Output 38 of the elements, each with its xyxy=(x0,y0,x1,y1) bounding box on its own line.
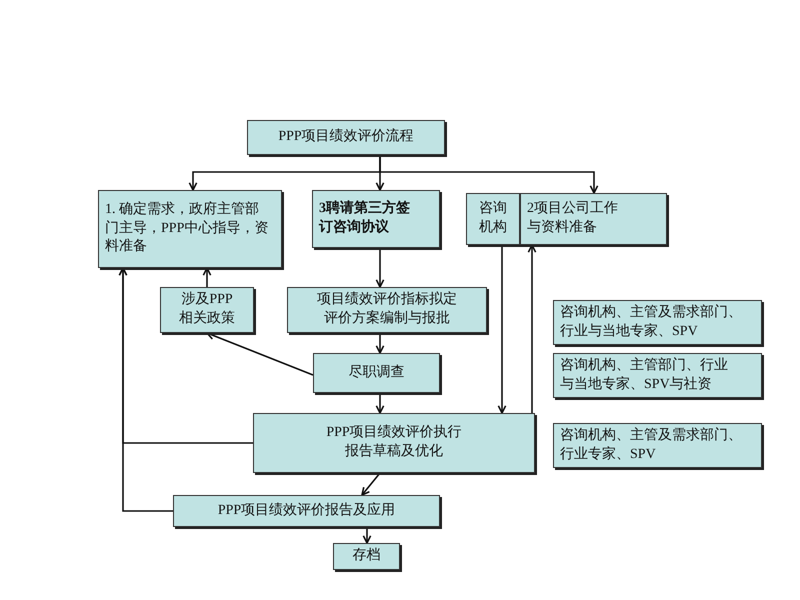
box-text: 存档 xyxy=(352,547,380,566)
box-text: 1. 确定需求，政府主管部门主导，PPP中心指导，资料准备 xyxy=(105,200,269,256)
box-text: 项目绩效评价指标拟定评价方案编制与报批 xyxy=(316,291,458,328)
box-text: 2项目公司工作与资料准备 xyxy=(527,200,619,237)
process-box xyxy=(553,353,762,398)
box-text: 咨询机构、主管部门、行业与当地专家、SPV与社资 xyxy=(560,356,729,394)
process-box xyxy=(287,287,487,333)
process-box xyxy=(160,287,254,333)
box-text: PPP项目绩效评价执行报告草稿及优化 xyxy=(325,424,463,461)
arrow xyxy=(498,245,506,414)
process-box xyxy=(313,353,440,393)
arrow xyxy=(118,267,173,512)
process-box xyxy=(553,300,762,345)
process-box xyxy=(553,423,762,468)
box-text: 咨询机构、主管及需求部门、行业专家、SPV xyxy=(560,426,742,464)
box-text: 咨询机构 xyxy=(478,200,508,237)
arrow xyxy=(376,333,384,354)
box-text: 3聘请第三方签订咨询协议 xyxy=(319,200,411,237)
arrow xyxy=(361,472,381,496)
process-box xyxy=(466,193,520,245)
process-box xyxy=(520,193,667,245)
process-box xyxy=(173,495,440,527)
process-box xyxy=(253,413,535,473)
process-box xyxy=(333,543,400,570)
process-box xyxy=(247,120,445,155)
arrow xyxy=(362,527,372,544)
box-text: 尽职调查 xyxy=(348,364,404,382)
box-text: PPP项目绩效评价报告及应用 xyxy=(218,502,396,520)
box-text: 涉及PPP相关政策 xyxy=(179,291,235,328)
arrow xyxy=(528,244,536,413)
arrow xyxy=(379,155,598,194)
process-box xyxy=(98,190,282,268)
arrow xyxy=(376,248,384,288)
process-box xyxy=(312,190,440,248)
box-text: 咨询机构、主管及需求部门、行业与当地专家、SPV xyxy=(560,304,742,340)
arrow xyxy=(202,267,212,287)
box-text: PPP项目绩效评价流程 xyxy=(278,128,414,146)
arrow xyxy=(376,393,384,414)
